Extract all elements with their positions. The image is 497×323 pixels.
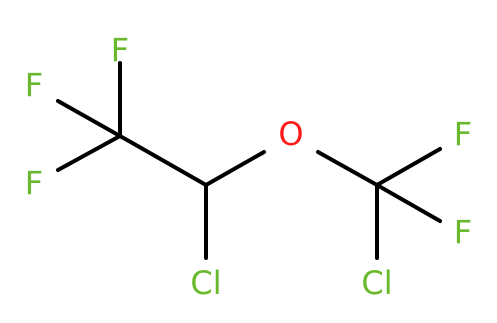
atom-f-upper-left: F (25, 66, 43, 104)
atom-f-lower-right: F (454, 213, 472, 251)
bond-c3-f-lower-right (375, 183, 442, 223)
bond-c3-f-upper-right (375, 147, 442, 187)
bond-c1-f-lower-left (56, 134, 122, 172)
atom-cl-left: Cl (190, 264, 221, 302)
atom-f-lower-left: F (25, 164, 43, 202)
bond-o-c3 (316, 150, 379, 187)
atom-f-top: F (111, 31, 129, 69)
bonds (56, 61, 442, 260)
atom-cl-right: Cl (361, 264, 392, 302)
atom-labels: F F F O F F Cl Cl (25, 31, 472, 302)
atom-o: O (278, 115, 303, 153)
bond-c1-c2 (118, 134, 208, 187)
atom-f-upper-right: F (454, 115, 472, 153)
bond-c1-f-upper-left (56, 99, 122, 138)
bond-c2-o (204, 150, 266, 187)
